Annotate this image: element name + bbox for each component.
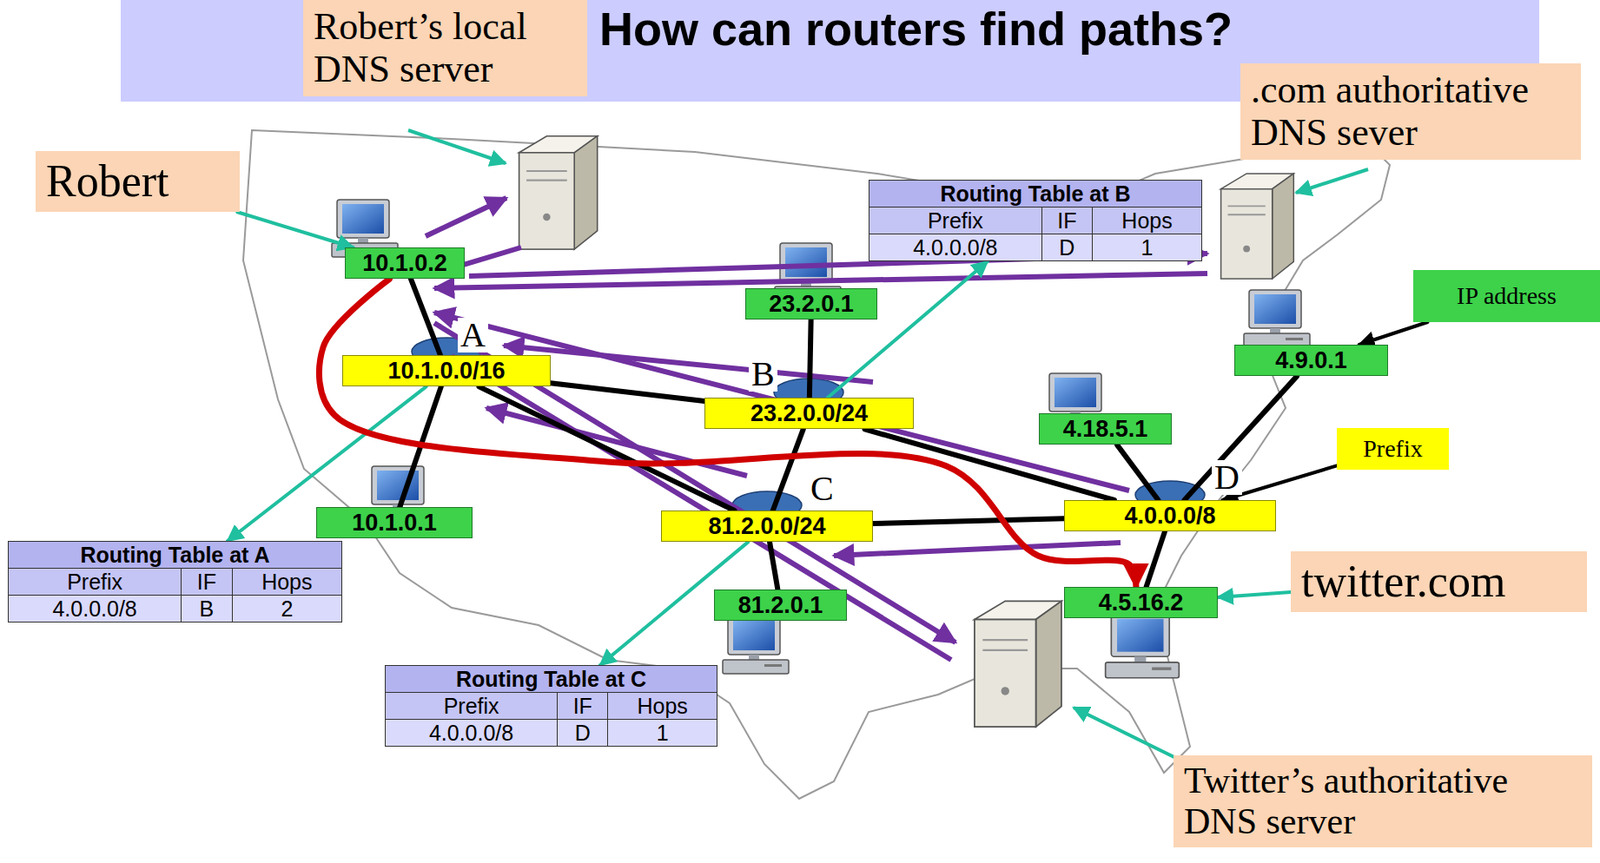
network-link (773, 429, 804, 511)
table-cell: 4.0.0.0/8 (429, 720, 514, 746)
table-cell: Hops (636, 694, 688, 719)
node-text: 81.2.0.1 (723, 591, 838, 620)
node-text: Robert’s local DNS server (313, 5, 577, 92)
ip-address-box: 4.9.0.1 (1234, 344, 1389, 377)
table-cell: 1 (1141, 235, 1154, 260)
ip-address-box: 10.1.0.1 (316, 507, 473, 539)
network-link (1146, 531, 1165, 588)
node-text: IP address (1421, 282, 1592, 311)
table-heading: Routing Table at B (940, 181, 1131, 206)
node-text: Robert (46, 156, 230, 207)
computer-icons (331, 199, 1310, 679)
prefix-box: 23.2.0.0/24 (704, 397, 914, 430)
table-grid: Routing Table at BPrefix IF Hops 4.0.0.0/8 D… (868, 179, 1203, 262)
table-cell: D (1058, 235, 1075, 260)
callout-box: twitter.com (1290, 551, 1587, 613)
router-letter: D (1211, 460, 1243, 496)
routing-table: Routing Table at APrefix IF Hops 4.0.0.0/8 B… (7, 541, 343, 623)
ip-address-box: 81.2.0.1 (714, 589, 847, 622)
map-outline (243, 130, 1390, 800)
callout-box: Twitter’s authoritative DNS server (1173, 755, 1593, 848)
node-text: 10.1.0.2 (354, 249, 456, 278)
node-text: twitter.com (1301, 556, 1577, 608)
route-path (318, 278, 1136, 588)
network-link (1184, 376, 1297, 501)
network-link (479, 386, 735, 511)
network-link (872, 518, 1065, 524)
table-cell: Hops (261, 569, 312, 595)
callout-leaders (408, 130, 1369, 767)
callout-arrow (1359, 322, 1429, 345)
router-letter: B (748, 357, 778, 392)
ip-address-box: 4.18.5.1 (1038, 413, 1172, 445)
note-box: Prefix (1336, 428, 1449, 470)
table-cell: B (199, 596, 215, 622)
node-text: 23.2.0.0/24 (714, 399, 905, 428)
node-text: 4.18.5.1 (1048, 415, 1163, 443)
callout-box: Robert (35, 151, 240, 212)
ip-address-box: 4.5.16.2 (1064, 587, 1218, 619)
node-text: 10.1.0.0/16 (351, 357, 542, 385)
prefix-box: 81.2.0.0/24 (661, 510, 873, 543)
note-box: IP address (1413, 270, 1600, 323)
prefix-box: 10.1.0.0/16 (342, 355, 551, 387)
router-letter: A (457, 317, 489, 353)
ip-address-box: 23.2.0.1 (745, 288, 878, 320)
routing-table: Routing Table at BPrefix IF Hops 4.0.0.0/8 D… (868, 179, 1203, 262)
table-cell: IF (573, 694, 593, 719)
table-grid: Routing Table at CPrefix IF Hops 4.0.0.0/8 D… (384, 665, 718, 748)
node-text: Prefix (1345, 435, 1441, 463)
network-link (410, 278, 441, 356)
table-cell: 2 (280, 596, 293, 622)
table-cell: Prefix (66, 569, 123, 595)
callout-box: Robert’s local DNS server (303, 0, 588, 97)
node-text: 4.5.16.2 (1073, 588, 1209, 617)
node-text: 10.1.0.1 (325, 509, 463, 537)
callout-box: .com authoritative DNS sever (1240, 63, 1581, 160)
node-text: Twitter’s authoritative DNS server (1183, 760, 1582, 843)
ip-address-box: 10.1.0.2 (344, 247, 465, 279)
callout-arrow (237, 211, 353, 248)
callout-arrow (1217, 592, 1291, 598)
node-text: 4.0.0.0/8 (1073, 502, 1267, 530)
node-text: 23.2.0.1 (754, 290, 868, 318)
routing-table: Routing Table at CPrefix IF Hops 4.0.0.0/8 D… (384, 665, 718, 748)
table-cell: Prefix (927, 208, 984, 233)
network-link (809, 319, 812, 398)
router-letter: C (807, 471, 837, 507)
table-cell: 1 (656, 720, 669, 746)
table-cell: IF (1057, 208, 1077, 233)
table-grid: Routing Table at APrefix IF Hops 4.0.0.0/8 B… (7, 541, 343, 623)
table-cell: Prefix (443, 694, 500, 719)
network-link (769, 542, 778, 590)
table-heading: Routing Table at A (79, 542, 270, 568)
node-text: 81.2.0.0/24 (670, 512, 864, 541)
table-cell: D (575, 720, 591, 746)
table-cell: 4.0.0.0/8 (52, 596, 137, 622)
network-link (1117, 444, 1158, 501)
node-text: .com authoritative DNS sever (1250, 68, 1571, 155)
table-cell: Hops (1121, 208, 1172, 233)
table-cell: 4.0.0.0/8 (912, 235, 998, 260)
prefix-box: 4.0.0.0/8 (1064, 500, 1277, 532)
table-pointer (827, 261, 988, 398)
title: How can routers find paths? (599, 1, 1233, 56)
table-heading: Routing Table at C (456, 667, 647, 692)
table-cell: IF (197, 569, 217, 595)
node-text: 4.9.0.1 (1243, 346, 1379, 375)
network-link (550, 383, 705, 402)
